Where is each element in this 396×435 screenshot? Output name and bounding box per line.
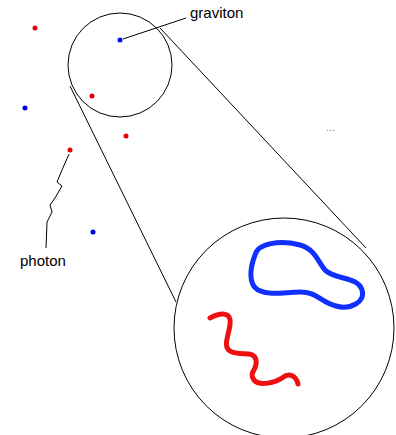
closed-string bbox=[251, 243, 363, 307]
open-string bbox=[210, 314, 298, 384]
zoom-circle bbox=[68, 13, 172, 117]
leader-line bbox=[46, 154, 69, 248]
photon-dot bbox=[33, 26, 38, 31]
photon-dot bbox=[124, 134, 129, 139]
graviton-dot bbox=[91, 230, 96, 235]
photon-dot bbox=[90, 94, 95, 99]
graviton-dot bbox=[23, 106, 28, 111]
leader-line bbox=[123, 18, 186, 39]
graviton-dot bbox=[118, 38, 123, 43]
photon-dot bbox=[68, 148, 73, 153]
ellipsis-label: ... bbox=[326, 118, 335, 136]
particle-label: graviton bbox=[190, 4, 243, 22]
particle-label: photon bbox=[20, 252, 66, 270]
zoom-line bbox=[70, 86, 176, 302]
zoom-line bbox=[160, 28, 366, 248]
magnified-circle bbox=[174, 218, 394, 435]
